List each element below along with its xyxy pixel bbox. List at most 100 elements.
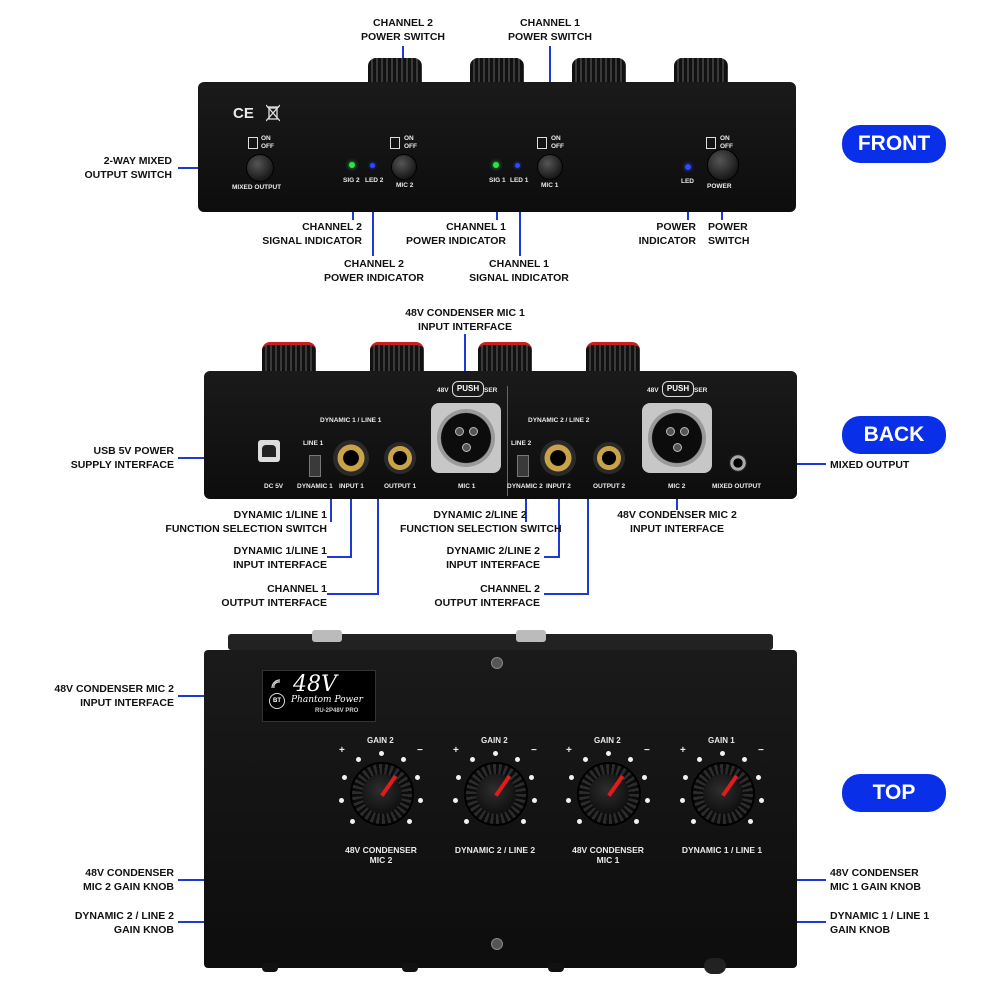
foot-1 — [262, 963, 278, 972]
on-off-icon — [706, 137, 716, 149]
scale-dot — [583, 757, 589, 763]
gain-minus-label: − — [417, 745, 423, 756]
scale-dot — [455, 775, 461, 781]
input1-jack[interactable] — [333, 440, 369, 476]
output1-label: OUTPUT 1 — [384, 483, 417, 490]
line2-label: LINE 2 — [511, 440, 532, 447]
power-button-side — [704, 958, 726, 974]
top-connector-strip — [228, 634, 773, 650]
front-panel — [198, 82, 796, 212]
power-led — [685, 164, 691, 170]
front-view: CE ON OFF MIXED OUTPUT SIG 2 LED 2 ON OF… — [0, 0, 1000, 300]
mic2-48v-label: 48V — [647, 387, 659, 394]
channel-divider — [507, 386, 508, 496]
bluetooth-icon: BT — [269, 693, 285, 709]
callout-mixed-output: MIXED OUTPUT — [830, 459, 910, 471]
foot-3 — [548, 963, 564, 972]
mic2-ser-label: SER — [694, 387, 708, 394]
dyn1-line1-switch[interactable] — [309, 455, 321, 477]
gain-knob[interactable] — [691, 762, 755, 826]
input2-label: INPUT 2 — [546, 483, 571, 490]
on-off-icon — [248, 137, 258, 149]
mixed-output-jack[interactable] — [729, 454, 747, 472]
gain-knob[interactable] — [577, 762, 641, 826]
power-off-label: OFF — [720, 143, 733, 150]
sig2-led — [349, 162, 355, 168]
ch1-power-switch[interactable] — [537, 154, 563, 180]
knob-name-line2: MIC 1 — [596, 855, 620, 865]
gain-plus-label: + — [680, 745, 686, 756]
mic1-panel-label: MIC 1 — [541, 182, 559, 189]
mixed-output-switch[interactable] — [246, 154, 274, 182]
scale-dot — [514, 757, 520, 763]
mic1-48v-label: 48V — [437, 387, 449, 394]
on-off-icon — [390, 137, 400, 149]
scale-dot — [339, 798, 345, 804]
input2-jack[interactable] — [540, 440, 576, 476]
mic2-xlr-input[interactable] — [642, 403, 712, 473]
knob-name-line1: 48V CONDENSER — [572, 845, 644, 855]
leader-dyn2-input — [544, 476, 560, 558]
dc5v-label: DC 5V — [264, 483, 284, 490]
scale-dot — [529, 775, 535, 781]
mic1-push-tab[interactable]: PUSH — [452, 381, 484, 397]
gain-knob[interactable] — [350, 762, 414, 826]
mixed-off-label: OFF — [261, 143, 274, 150]
scale-dot — [605, 750, 611, 756]
knob-name-line1: DYNAMIC 1 / LINE 1 — [681, 845, 763, 855]
gain-knob[interactable] — [464, 762, 528, 826]
scale-dot — [758, 798, 764, 804]
mic1-xlr-input[interactable] — [431, 403, 501, 473]
mixed-on-label: ON — [261, 135, 271, 142]
on-off-icon — [537, 137, 547, 149]
weee-bin-icon — [265, 104, 281, 122]
mic1-ser-label: SER — [484, 387, 498, 394]
mic2-push-tab[interactable]: PUSH — [662, 381, 694, 397]
mic2-on-label: ON — [404, 135, 414, 142]
output1-jack[interactable] — [384, 442, 416, 474]
scale-dot — [627, 757, 633, 763]
mic2-label: MIC 2 — [668, 483, 686, 490]
scale-dot — [633, 818, 639, 824]
ce-mark: CE — [233, 105, 254, 122]
output2-jack[interactable] — [593, 442, 625, 474]
scale-dot — [356, 757, 362, 763]
scale-dot — [492, 750, 498, 756]
led2 — [370, 163, 375, 168]
scale-dot — [417, 798, 423, 804]
scale-dot — [719, 750, 725, 756]
dynamic1-label: DYNAMIC 1 — [297, 483, 333, 490]
ch2-power-switch[interactable] — [391, 154, 417, 180]
scale-dot — [470, 757, 476, 763]
dynamic2-label: DYNAMIC 2 — [507, 483, 543, 490]
scale-dot — [341, 775, 347, 781]
scale-dot — [691, 818, 697, 824]
scale-dot — [741, 757, 747, 763]
scale-dot — [697, 757, 703, 763]
gain-plus-label: + — [339, 745, 345, 756]
back-view-label: BACK — [842, 416, 946, 454]
led-label: LED — [681, 178, 694, 185]
top-xlr-edge-2 — [516, 630, 546, 642]
top-xlr-edge-1 — [312, 630, 342, 642]
scale-dot — [406, 818, 412, 824]
scale-dot — [680, 798, 686, 804]
scale-dot — [642, 775, 648, 781]
line1-label: LINE 1 — [303, 440, 324, 447]
scale-dot — [531, 798, 537, 804]
power-switch[interactable] — [707, 149, 739, 181]
dyn2-line2-switch[interactable] — [517, 455, 529, 477]
mic1-label: MIC 1 — [458, 483, 476, 490]
dyn1-line1-header: DYNAMIC 1 / LINE 1 — [320, 417, 382, 424]
mic2-off-label: OFF — [404, 143, 417, 150]
